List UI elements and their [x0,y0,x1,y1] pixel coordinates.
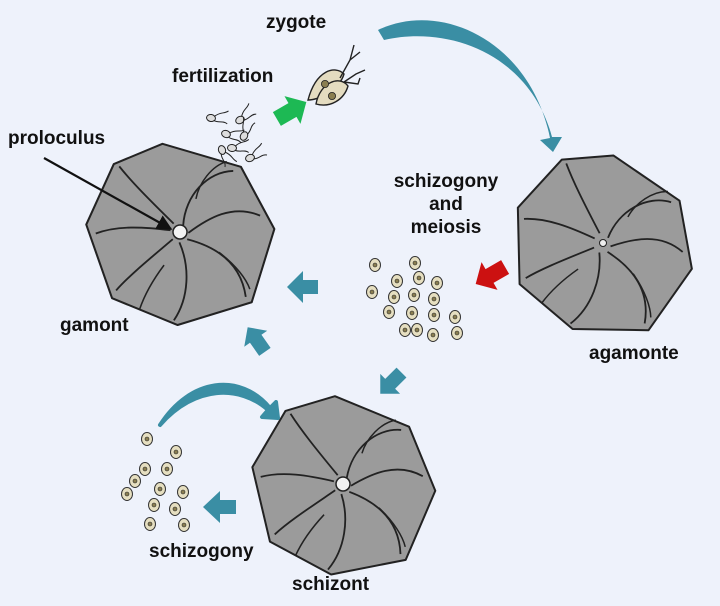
gametes-cluster [205,102,268,168]
teal-arrows [203,271,407,523]
green-arrow [272,96,307,126]
arrow-up-to-gamont [244,327,271,356]
label-proloculus: proloculus [8,128,106,149]
label-schizogony-meiosis-line2: and [429,193,463,215]
label-schizogony-meiosis-line3: meiosis [410,216,482,238]
spore-cluster-center [366,256,463,342]
red-arrow [475,260,510,290]
spore-cluster-left [121,432,190,532]
zygote-icon [307,44,366,106]
schizont-center [335,476,351,492]
agamonte-center [599,239,607,247]
left-curved-arrow [158,382,280,427]
label-schizogony-meiosis-line1: schizogony [393,171,499,192]
label-schizogony: schizogony [149,541,254,562]
label-gamont: gamont [60,315,129,336]
label-zygote: zygote [266,12,327,33]
arrow-to-schizont [380,367,407,394]
label-schizont: schizont [292,574,370,595]
shell-gamont [75,129,287,337]
arrow-to-gamont [287,271,318,303]
label-agamonte: agamonte [589,343,679,364]
label-fertilization: fertilization [172,66,274,87]
label-schizogony-and-meiosis: schizogony and meiosis [384,171,508,239]
shell-agamonte [497,139,710,349]
proloculus-pointer [43,157,173,230]
proloculus-chamber [172,224,188,240]
top-curved-arrow [378,20,562,153]
shell-schizont [248,391,440,579]
arrow-to-schizogony [203,491,236,523]
